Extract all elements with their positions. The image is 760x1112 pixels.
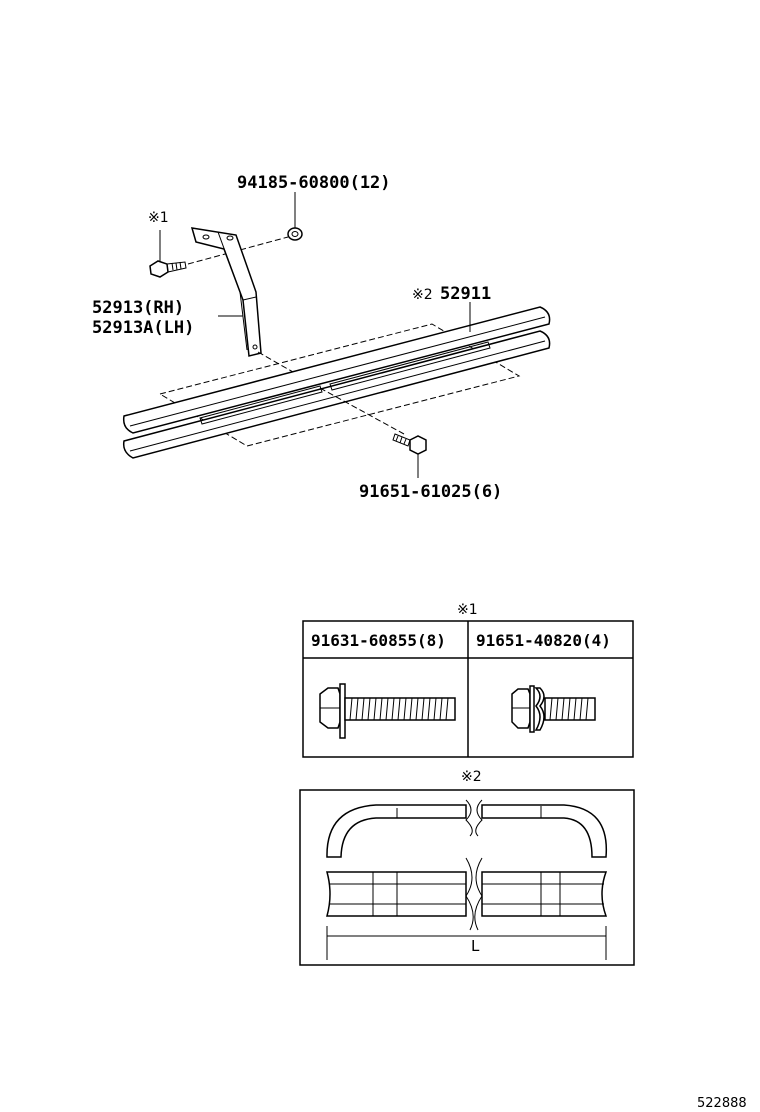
ref1-col1-part: 91631-60855(8)	[311, 631, 446, 650]
ref2-detail: ※2 L	[299, 769, 635, 966]
flange-bolt-image	[319, 683, 456, 739]
ref1-col2-part: 91651-40820(4)	[476, 631, 611, 650]
washer-bolt-image	[511, 685, 596, 733]
bolt-91651-61025	[392, 433, 427, 478]
running-board-52911	[122, 302, 551, 459]
assembly-line-upper	[187, 236, 289, 265]
figure-id: 522888	[697, 1096, 747, 1111]
bolt-part-label: 91651-61025(6)	[359, 482, 502, 502]
bolt-ref1	[149, 230, 187, 278]
ref2-detail-title: ※2	[461, 769, 482, 785]
bracket-52913	[190, 227, 262, 357]
ref1-table-title: ※1	[457, 602, 478, 618]
ref1-mark-label: ※1	[148, 210, 169, 226]
bracket-lh-label: 52913A(LH)	[92, 318, 194, 338]
bracket-rh-label: 52913(RH)	[92, 298, 184, 318]
nut-94185-60800	[287, 192, 303, 241]
step-part-label: 52911	[440, 284, 491, 304]
ref2-mark-label: ※2	[412, 287, 433, 303]
assembly-line-lower	[319, 387, 405, 435]
dimension-label: L	[471, 937, 480, 955]
nut-part-label: 94185-60800(12)	[237, 173, 391, 193]
ref1-table: ※1 91631-60855(8) 91651-40820(4)	[302, 602, 634, 758]
